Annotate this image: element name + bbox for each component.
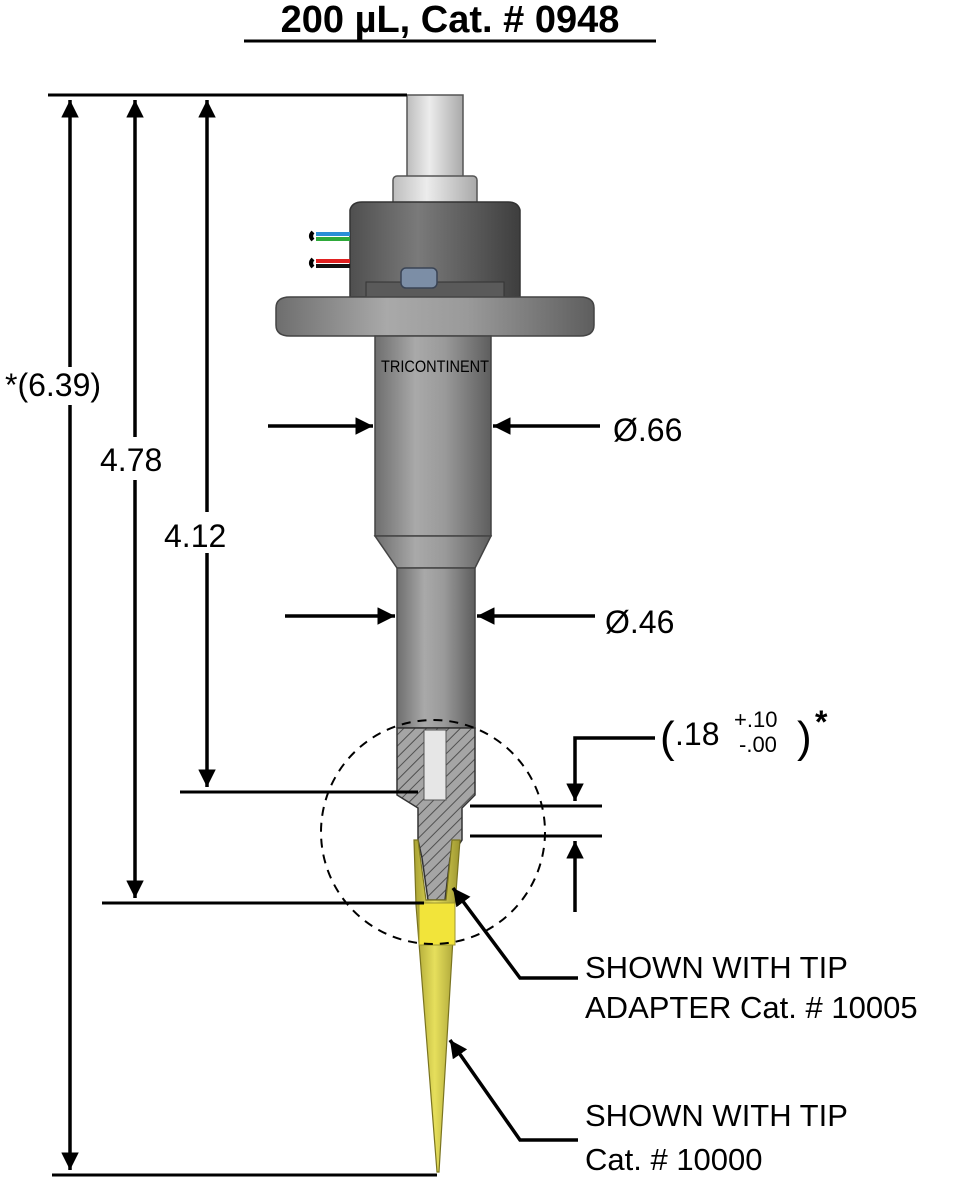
- diameter-upper-label: Ø.66: [613, 412, 682, 448]
- dimension-diameter-66: Ø.66: [268, 412, 682, 448]
- mounting-flange: [275, 296, 595, 337]
- tip-callout-line2: Cat. # 10000: [585, 1142, 763, 1177]
- dimension-tip-gap: ( .18 +.10 -.00 ) *: [470, 704, 828, 912]
- callout-tip: SHOWN WITH TIP Cat. # 10000: [448, 1038, 848, 1177]
- dimension-diameter-46: Ø.46: [285, 604, 674, 640]
- top-shaft: [406, 94, 464, 181]
- logo-text: TRICONTINENT: [381, 357, 489, 376]
- detail-circle: [320, 719, 546, 945]
- diameter-lower-label: Ø.46: [605, 604, 674, 640]
- callout-tip-adapter: SHOWN WITH TIP ADAPTER Cat. # 10005: [451, 886, 918, 1025]
- overall-length-label: *(6.39): [5, 367, 101, 403]
- adapter-bore: [423, 729, 447, 801]
- tip-gap-open-paren: (: [660, 713, 675, 762]
- tip-gap-star: *: [815, 704, 828, 740]
- dimension-length-4-12: 4.12: [164, 100, 418, 794]
- screw: [400, 267, 438, 289]
- upper-barrel: [374, 335, 492, 537]
- tip-band: [418, 902, 456, 946]
- adapter-callout-line2: ADAPTER Cat. # 10005: [585, 990, 918, 1025]
- lower-barrel: [396, 567, 476, 729]
- drawing-title: 200 µL, Cat. # 0948: [281, 0, 620, 41]
- tip-gap-tol-minus: -.00: [739, 732, 777, 757]
- tip-gap-nominal: .18: [675, 716, 719, 752]
- wire-leads: [309, 230, 350, 269]
- probe-body: TRICONTINENT: [275, 94, 595, 1173]
- tip-gap-tol-plus: +.10: [734, 707, 777, 732]
- adapter-callout-line1: SHOWN WITH TIP: [585, 950, 848, 985]
- tip-callout-line1: SHOWN WITH TIP: [585, 1098, 848, 1133]
- length-b-label: 4.12: [164, 518, 226, 554]
- motor-housing: [349, 201, 521, 298]
- dimension-overall-length: *(6.39): [5, 93, 437, 1177]
- length-a-label: 4.78: [100, 442, 162, 478]
- tip-gap-close-paren: ): [797, 713, 812, 762]
- dimension-length-4-78: 4.78: [100, 100, 424, 905]
- barrel-taper: [373, 535, 493, 569]
